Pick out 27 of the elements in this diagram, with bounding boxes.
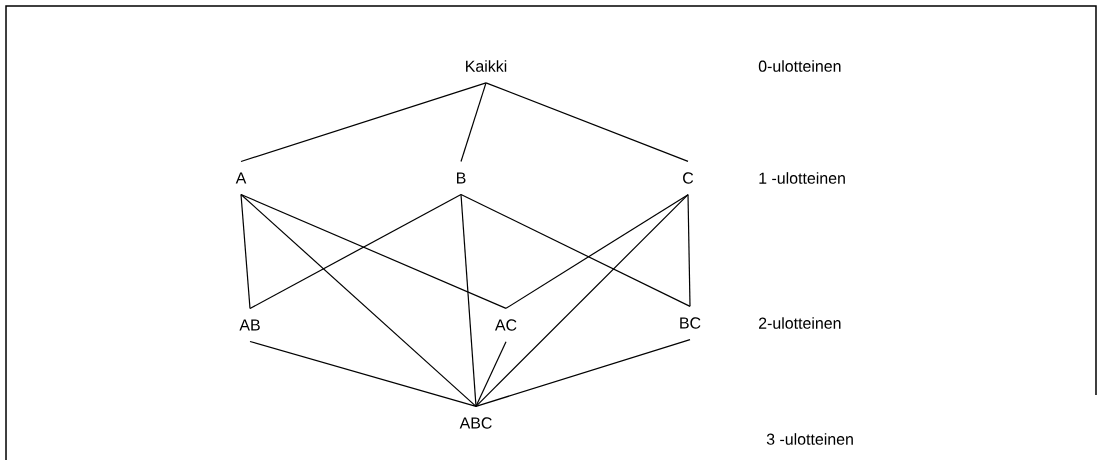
node-label: BC [680, 317, 701, 329]
connector-line [485, 82, 689, 162]
dimension-label: 1 -ulotteinen [759, 172, 845, 184]
node-label: AC [494, 319, 517, 331]
connector-line [505, 194, 689, 309]
connector-line [240, 193, 507, 309]
dimension-label: 2-ulotteinen [759, 317, 841, 329]
node-label: B [457, 172, 466, 184]
connector-line [475, 339, 691, 407]
connector-line [460, 82, 487, 163]
dimension-label: 3 -ulotteinen [766, 433, 853, 445]
connector-line [475, 194, 689, 407]
connector-line [475, 341, 507, 407]
connector-line [460, 193, 691, 307]
connector-line [240, 82, 487, 163]
dimension-label: 0-ulotteinen [758, 60, 841, 72]
connector-line [240, 193, 251, 310]
node-label: ABC [459, 417, 492, 429]
node-label: C [683, 172, 694, 184]
node-label: Kaikki [466, 60, 507, 72]
node-label: A [235, 172, 247, 184]
connector-line [460, 193, 477, 407]
connector-line [687, 194, 691, 307]
connector-line [249, 193, 462, 310]
connector-line [249, 340, 477, 407]
connector-line [240, 193, 477, 407]
node-label: AB [239, 319, 260, 331]
